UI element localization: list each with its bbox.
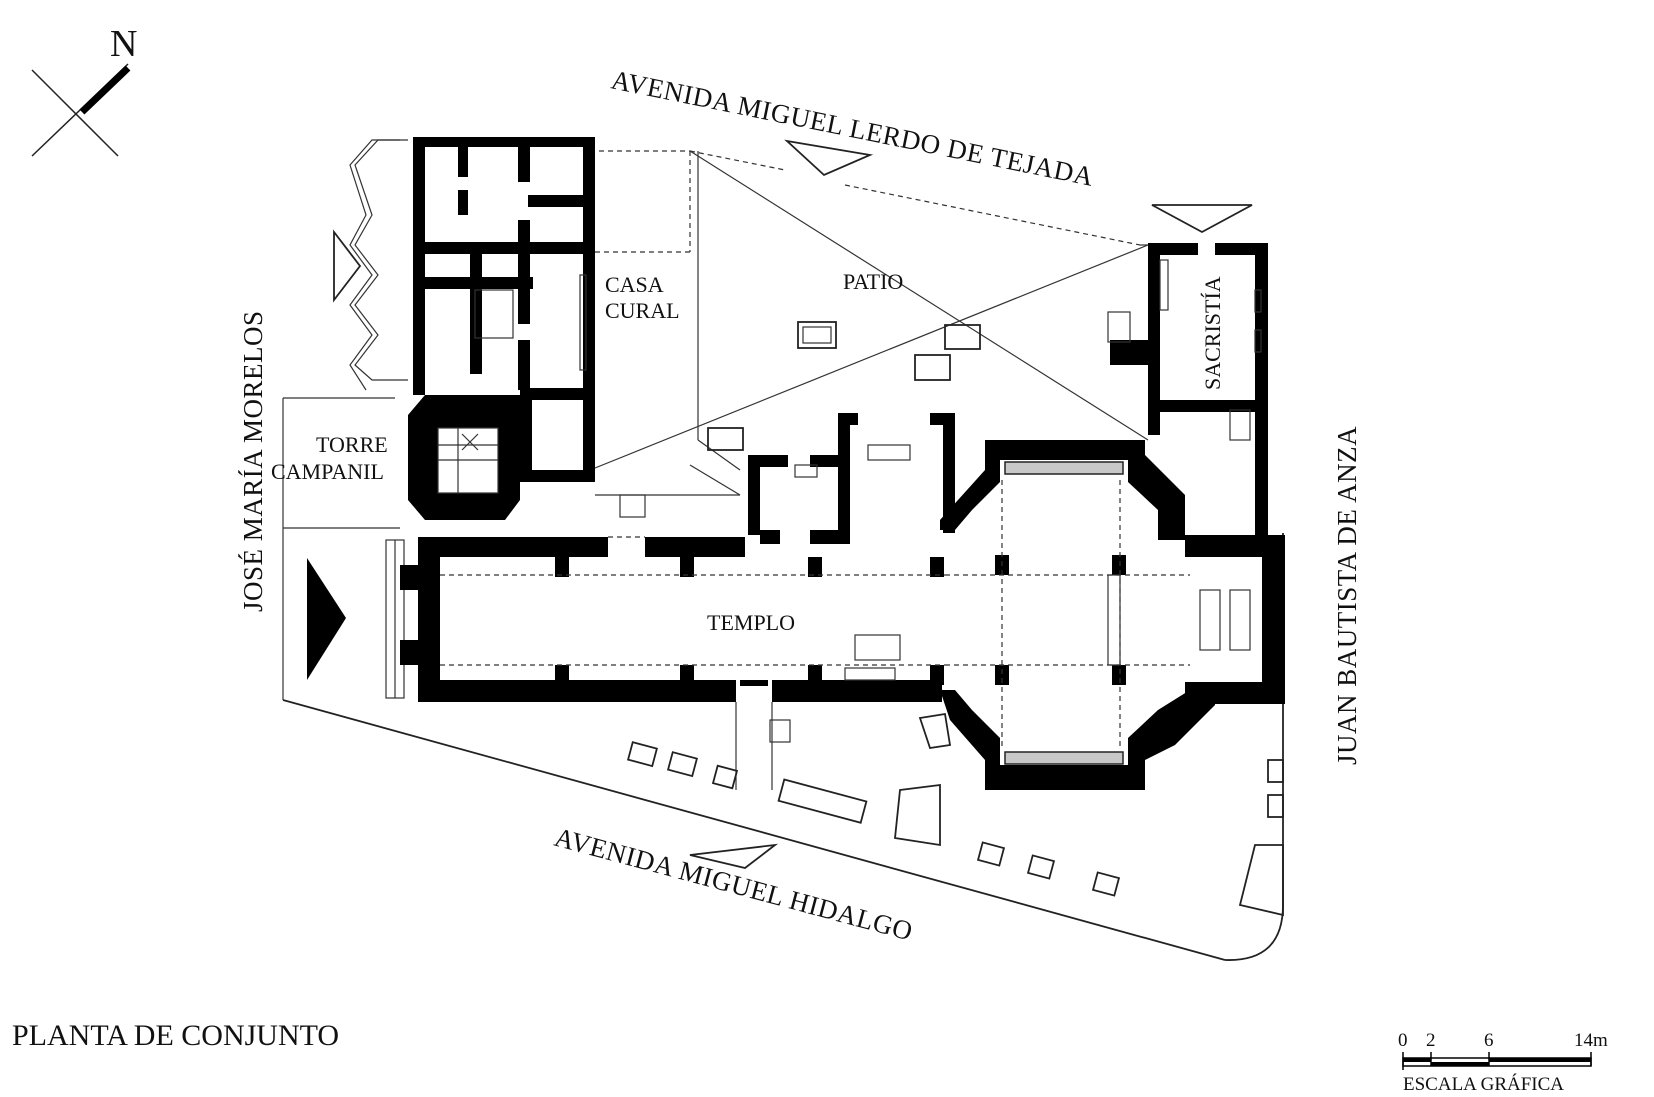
templo-facade <box>385 539 420 699</box>
label-casa-cural-1: CASA <box>605 272 664 297</box>
scale-tick-2: 2 <box>1426 1030 1436 1051</box>
label-templo: TEMPLO <box>707 610 795 635</box>
casa-cural-building <box>413 137 595 482</box>
north-arrow-icon <box>31 63 131 157</box>
label-sacristia: SACRISTÍA <box>1200 276 1225 390</box>
patio-lines <box>594 150 1149 518</box>
label-torre-2: CAMPANIL <box>271 459 384 484</box>
bell-tower <box>408 395 520 520</box>
street-west-label: JOSÉ MARÍA MORELOS <box>238 310 268 612</box>
casa-cural-yard <box>595 151 699 440</box>
drawing-title: PLANTA DE CONJUNTO <box>12 1019 339 1052</box>
west-sidewalk-outline <box>349 139 408 391</box>
scale-tick-0: 0 <box>1398 1030 1408 1051</box>
scale-tick-14: 14m <box>1574 1030 1608 1051</box>
sacristia-building <box>1107 243 1268 543</box>
scale-tick-6: 6 <box>1484 1030 1494 1051</box>
north-label: N <box>110 23 137 65</box>
north-chapels <box>748 413 955 544</box>
street-south-label: AVENIDA MIGUEL HIDALGO <box>551 822 916 947</box>
templo-nave <box>418 536 945 790</box>
label-torre-1: TORRE <box>316 432 388 457</box>
access-arrows <box>307 139 1253 869</box>
label-casa-cural-2: CURAL <box>605 298 680 323</box>
street-north-label: AVENIDA MIGUEL LERDO DE TEJADA <box>609 64 1097 191</box>
label-patio: PATIO <box>843 269 903 294</box>
south-sidewalk-details <box>626 712 1284 917</box>
street-east-label: JUAN BAUTISTA DE ANZA <box>1332 426 1362 765</box>
scale-bar <box>1402 1052 1592 1070</box>
scale-label: ESCALA GRÁFICA <box>1403 1073 1564 1095</box>
crossing <box>940 440 1285 790</box>
